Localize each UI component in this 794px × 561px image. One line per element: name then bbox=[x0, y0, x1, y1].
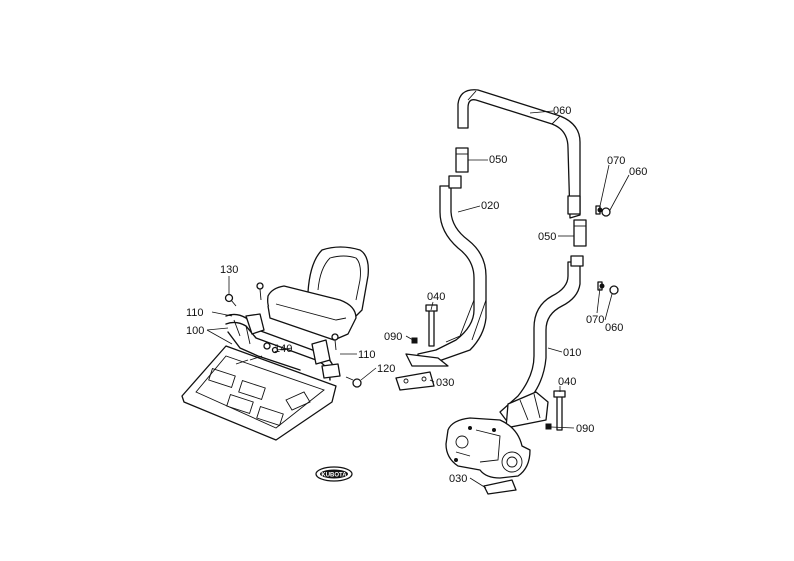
callout-110-left: 110 bbox=[186, 307, 204, 319]
callout-040-right: 040 bbox=[558, 376, 576, 388]
rollbar-left-post-020 bbox=[405, 175, 487, 367]
bolt-060-upper bbox=[595, 205, 611, 217]
callout-labels: 060 050 020 070 060 050 070 060 010 040 … bbox=[186, 105, 647, 485]
bolt-upper-center bbox=[256, 282, 264, 301]
bolt-040-left bbox=[425, 304, 438, 347]
nut-090-right bbox=[545, 423, 552, 430]
callout-060-lower: 060 bbox=[605, 322, 623, 334]
callout-090-left: 090 bbox=[384, 331, 402, 343]
bolt-130 bbox=[224, 293, 237, 307]
callout-120: 120 bbox=[377, 363, 395, 375]
spacer-050-left bbox=[455, 147, 469, 173]
callout-060-upper-right: 060 bbox=[629, 166, 647, 178]
callout-060-top: 060 bbox=[553, 105, 571, 117]
plate-030-right bbox=[483, 479, 517, 495]
kubota-logo: KUBOTA bbox=[315, 466, 353, 482]
floor-step-plate bbox=[181, 345, 337, 441]
callout-100: 100 bbox=[186, 325, 204, 337]
logo-text: KUBOTA bbox=[321, 473, 347, 479]
callout-030-left: 030 bbox=[436, 377, 454, 389]
bolt-right-110 bbox=[331, 333, 339, 351]
operator-seat bbox=[267, 246, 369, 341]
bolt-140 bbox=[263, 342, 279, 354]
bracket-110-left bbox=[245, 313, 265, 335]
spacer-050-right bbox=[573, 219, 587, 247]
bolt-060-lower bbox=[597, 281, 619, 295]
callout-130: 130 bbox=[220, 264, 238, 276]
callout-070-lower: 070 bbox=[586, 314, 604, 326]
bracket-110-right bbox=[311, 339, 341, 379]
transmission-housing bbox=[445, 417, 531, 479]
callout-110-right: 110 bbox=[358, 349, 376, 361]
bolt-120 bbox=[345, 376, 362, 388]
rollbar-top-frame bbox=[457, 89, 581, 219]
bolt-040-right bbox=[553, 390, 566, 431]
callout-030-right: 030 bbox=[449, 473, 467, 485]
plate-030-left bbox=[395, 371, 435, 391]
callout-090-right: 090 bbox=[576, 423, 594, 435]
callout-010: 010 bbox=[563, 347, 581, 359]
nut-090-left bbox=[411, 337, 418, 344]
callout-050-lower: 050 bbox=[538, 231, 556, 243]
leader-lines bbox=[206, 110, 630, 489]
rollbar-right-post-010 bbox=[499, 255, 584, 429]
callout-070-upper: 070 bbox=[607, 155, 625, 167]
callout-140: 140 bbox=[274, 343, 292, 355]
callout-020: 020 bbox=[481, 200, 499, 212]
callout-040-left: 040 bbox=[427, 291, 445, 303]
callout-050-upper: 050 bbox=[489, 154, 507, 166]
